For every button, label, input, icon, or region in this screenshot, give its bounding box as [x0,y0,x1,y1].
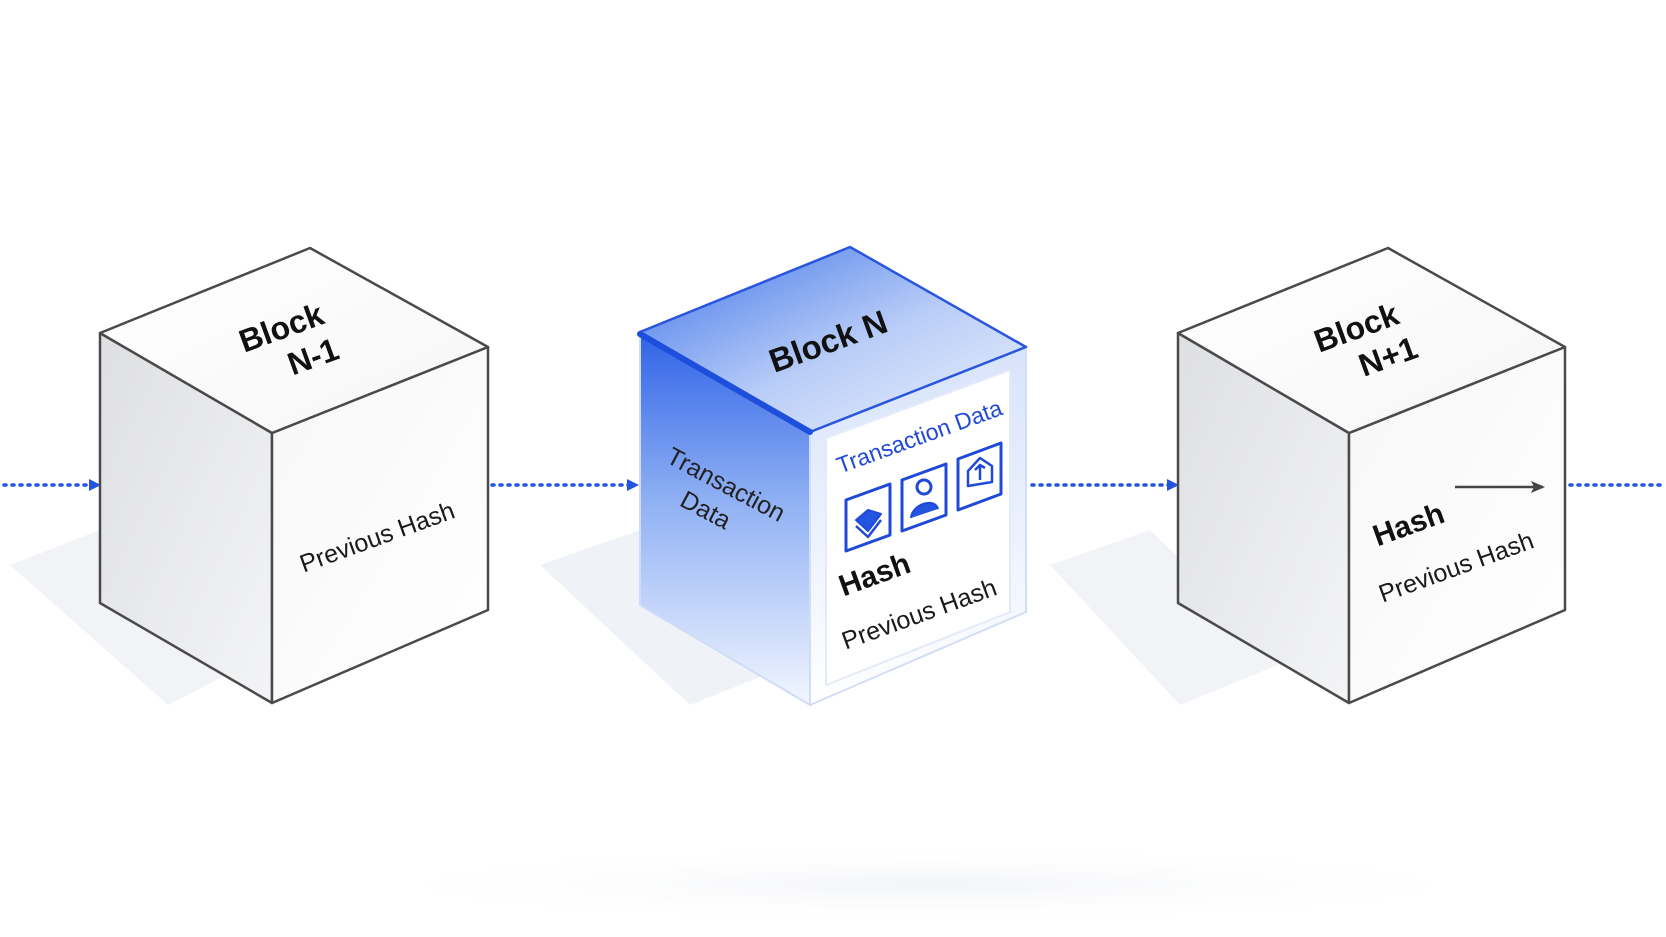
panel-icons [844,441,1003,553]
diamond-token-icon [844,482,892,553]
upload-house-icon [956,441,1003,512]
block-prev-top-face [98,246,490,435]
block-next-top-face [1176,246,1567,435]
block-prev: Block N-1 Previous Hash [98,246,490,705]
block-current-front-top-edge [637,331,813,435]
block-current: Block N Transaction Data Transaction Dat… [637,245,1028,707]
block-next: Block N+1 Hash Previous Hash [1176,246,1567,705]
user-icon [900,462,948,533]
block-current-data-panel [825,368,1011,687]
